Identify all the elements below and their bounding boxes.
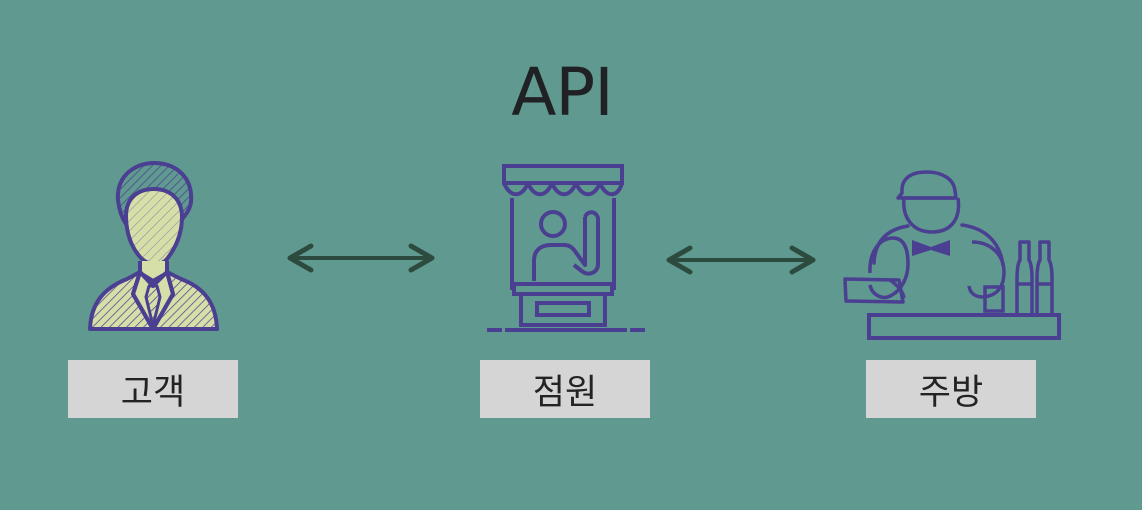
customer-icon: [88, 160, 219, 331]
staff-icon: [487, 164, 645, 332]
bidirectional-arrow-icon: [287, 243, 435, 273]
diagram-title: API: [511, 54, 613, 131]
kitchen-label: 주방: [866, 360, 1036, 418]
customer-label: 고객: [68, 360, 238, 418]
kitchen-icon: [843, 170, 1061, 340]
bidirectional-arrow-icon: [666, 245, 816, 275]
staff-label: 점원: [480, 360, 650, 418]
